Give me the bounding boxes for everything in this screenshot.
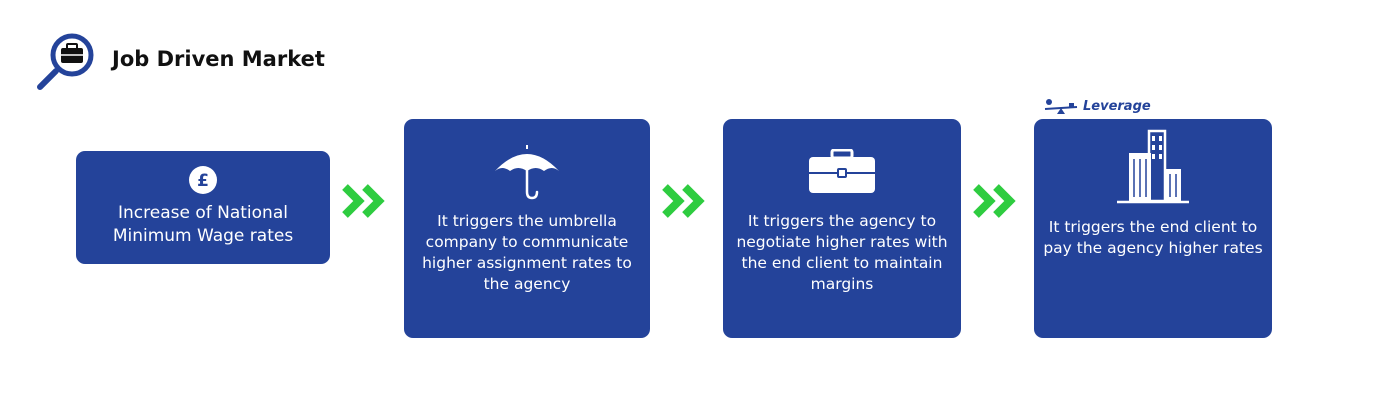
- pound-sign-icon: £: [189, 166, 217, 194]
- page-title: Job Driven Market: [112, 47, 325, 71]
- step-text: Increase of National Minimum Wage rates: [112, 203, 294, 246]
- seesaw-icon: [1044, 99, 1078, 114]
- umbrella-icon: [495, 145, 559, 200]
- header: Job Driven Market: [34, 33, 325, 93]
- step-box-umbrella-company: It triggers the umbrella company to comm…: [404, 119, 650, 338]
- double-chevron-right-icon: [973, 184, 1016, 218]
- step-box-agency: It triggers the agency to negotiate high…: [723, 119, 961, 338]
- double-chevron-right-icon: [342, 184, 385, 218]
- svg-text:£: £: [197, 171, 209, 191]
- leverage-label-group: Leverage: [1043, 96, 1151, 116]
- magnifier-briefcase-icon: [37, 33, 94, 90]
- leverage-label: Leverage: [1083, 98, 1151, 114]
- step-text: It triggers the umbrella company to comm…: [422, 212, 632, 293]
- step-box-minimum-wage: £ Increase of National Minimum Wage rate…: [76, 151, 330, 264]
- buildings-icon: [1117, 129, 1189, 204]
- double-chevron-right-icon: [662, 184, 705, 218]
- step-text: It triggers the end client to pay the ag…: [1043, 218, 1263, 257]
- step-box-end-client: It triggers the end client to pay the ag…: [1034, 119, 1272, 338]
- briefcase-icon: [809, 149, 875, 193]
- step-text: It triggers the agency to negotiate high…: [736, 212, 948, 293]
